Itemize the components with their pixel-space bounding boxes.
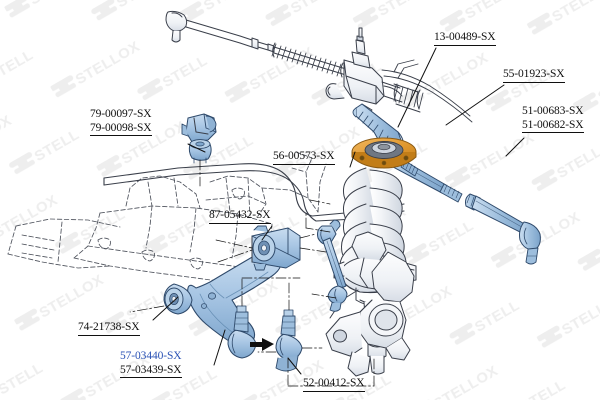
label-line: 52-00412-SX: [303, 377, 365, 389]
label-13-00489-sx: 13-00489-SX: [434, 31, 496, 46]
label-line-highlighted: 57-03440-SX: [120, 350, 182, 362]
label-57-03440-sx: 57-03440-SX 57-03439-SX: [120, 350, 182, 378]
label-87-05432-sx: 87-05432-SX: [209, 209, 271, 224]
label-51-00683-sx: 51-00683-SX 51-00682-SX: [522, 105, 584, 133]
label-line: 51-00683-SX: [522, 105, 584, 117]
label-line: 13-00489-SX: [434, 31, 496, 43]
label-74-21738-sx: 74-21738-SX: [78, 321, 140, 336]
label-line: 79-00098-SX: [90, 121, 152, 134]
label-line: 57-03439-SX: [120, 363, 182, 376]
label-line: 87-05432-SX: [209, 209, 271, 221]
label-79-00097-sx: 79-00097-SX 79-00098-SX: [90, 108, 152, 136]
label-line: 79-00097-SX: [90, 108, 152, 120]
label-56-00573-sx: 56-00573-SX: [273, 150, 335, 165]
label-line: 51-00682-SX: [522, 118, 584, 131]
label-line: 55-01923-SX: [503, 68, 565, 80]
label-55-01923-sx: 55-01923-SX: [503, 68, 565, 83]
label-line: 56-00573-SX: [273, 150, 335, 162]
label-52-00412-sx: 52-00412-SX: [303, 377, 365, 392]
label-line: 74-21738-SX: [78, 321, 140, 333]
